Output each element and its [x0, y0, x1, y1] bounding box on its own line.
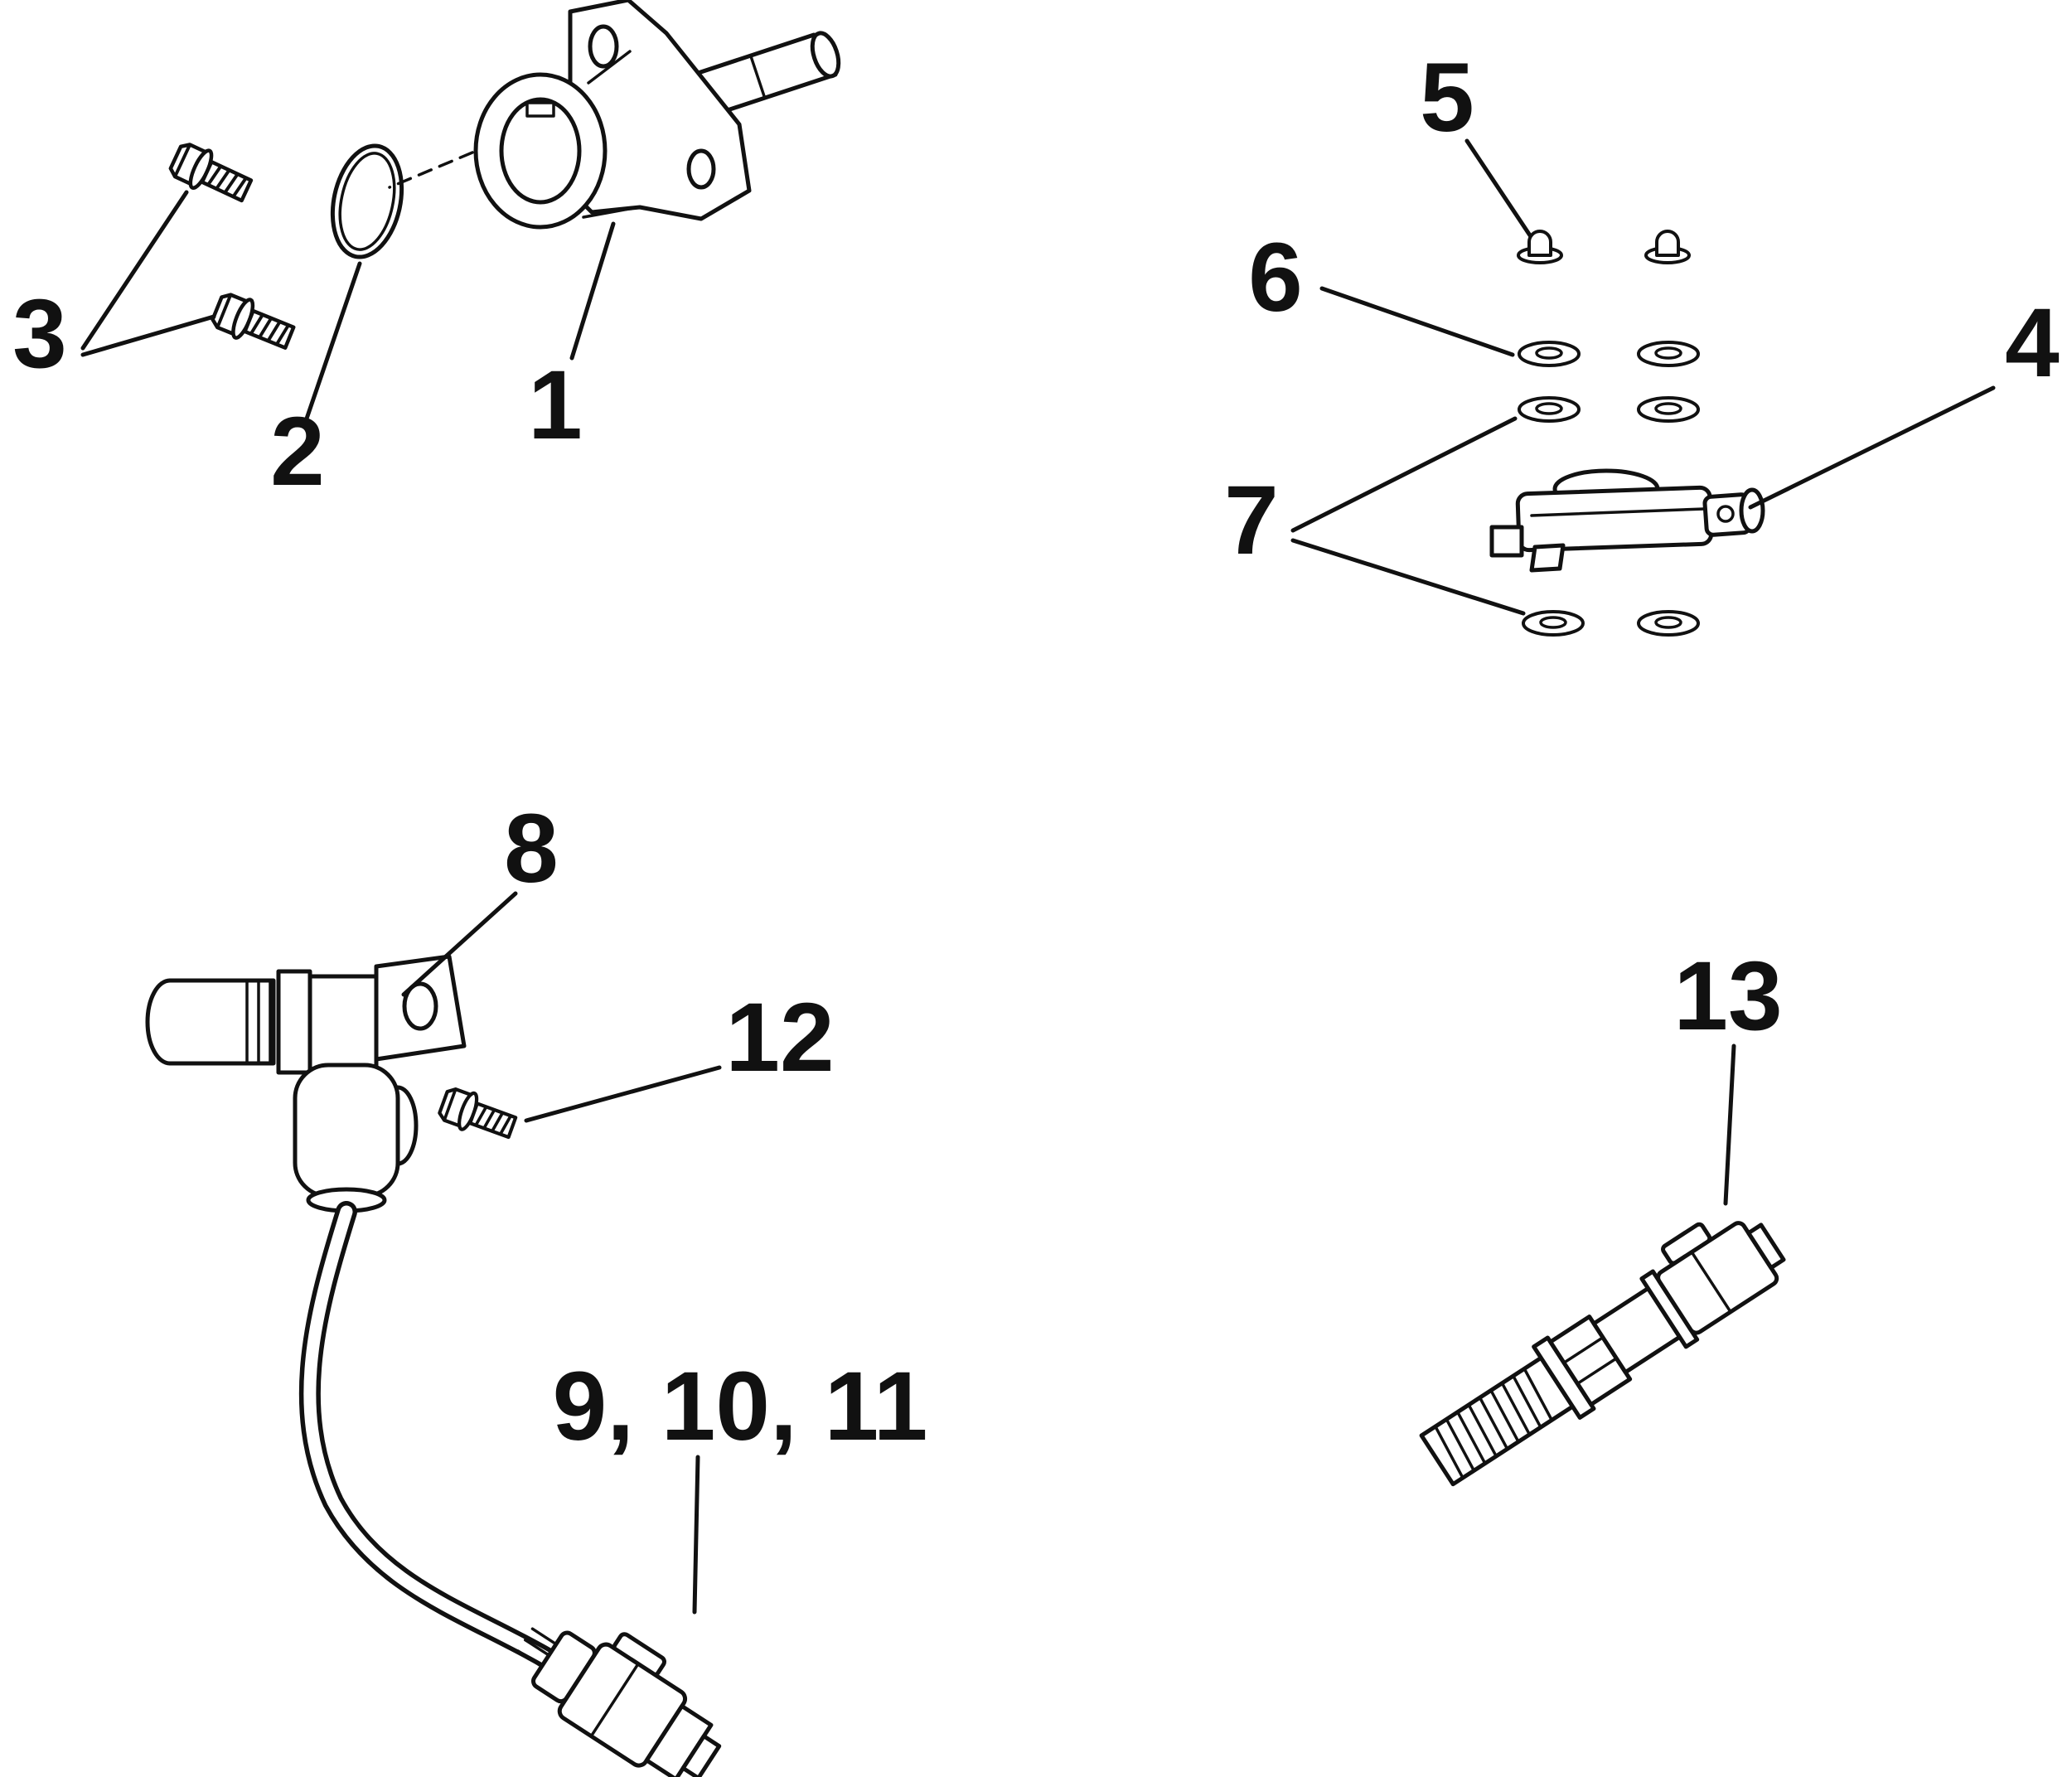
- part-4-sensor-drawing: [1489, 468, 1765, 573]
- callout-8: 8: [504, 794, 559, 903]
- washer-icon: [1639, 342, 1698, 366]
- part-6-washers-drawing: [1519, 342, 1698, 421]
- grommet-icon: [1646, 231, 1689, 263]
- callout-1: 1: [528, 351, 583, 460]
- callout-5: 5: [1420, 43, 1474, 153]
- callout-12: 12: [725, 983, 834, 1092]
- washer-icon: [1519, 398, 1579, 421]
- part-2-oring-drawing: [330, 143, 404, 259]
- callout-3: 3: [12, 279, 67, 389]
- callout-7: 7: [1224, 466, 1279, 575]
- callout-6: 6: [1248, 223, 1303, 332]
- bolt-icon: [210, 289, 298, 356]
- sensor-cable-drawing: [298, 1201, 559, 1670]
- part-8-sensor-drawing: [145, 954, 467, 1213]
- callout-9-10-11: 9, 10, 11: [553, 1352, 928, 1461]
- grommet-icon: [1518, 231, 1561, 263]
- callout-4: 4: [2005, 288, 2060, 398]
- part-7-washers-drawing: [1523, 612, 1698, 635]
- part-9-10-11-connector-drawing: [516, 1627, 722, 1777]
- part-12-bolt-drawing: [437, 1084, 519, 1145]
- leader-lines: [80, 138, 1996, 1615]
- part-1-sensor-drawing: [388, 0, 841, 230]
- bolt-icon: [437, 1084, 519, 1145]
- washer-icon: [1639, 398, 1698, 421]
- callout-13: 13: [1673, 942, 1782, 1051]
- washer-icon: [1523, 612, 1583, 635]
- washer-icon: [1519, 342, 1579, 366]
- part-5-grommets-drawing: [1518, 231, 1689, 263]
- part-13-sensor-drawing: [1419, 1221, 1786, 1487]
- washer-icon: [1639, 612, 1698, 635]
- callout-2: 2: [270, 397, 325, 506]
